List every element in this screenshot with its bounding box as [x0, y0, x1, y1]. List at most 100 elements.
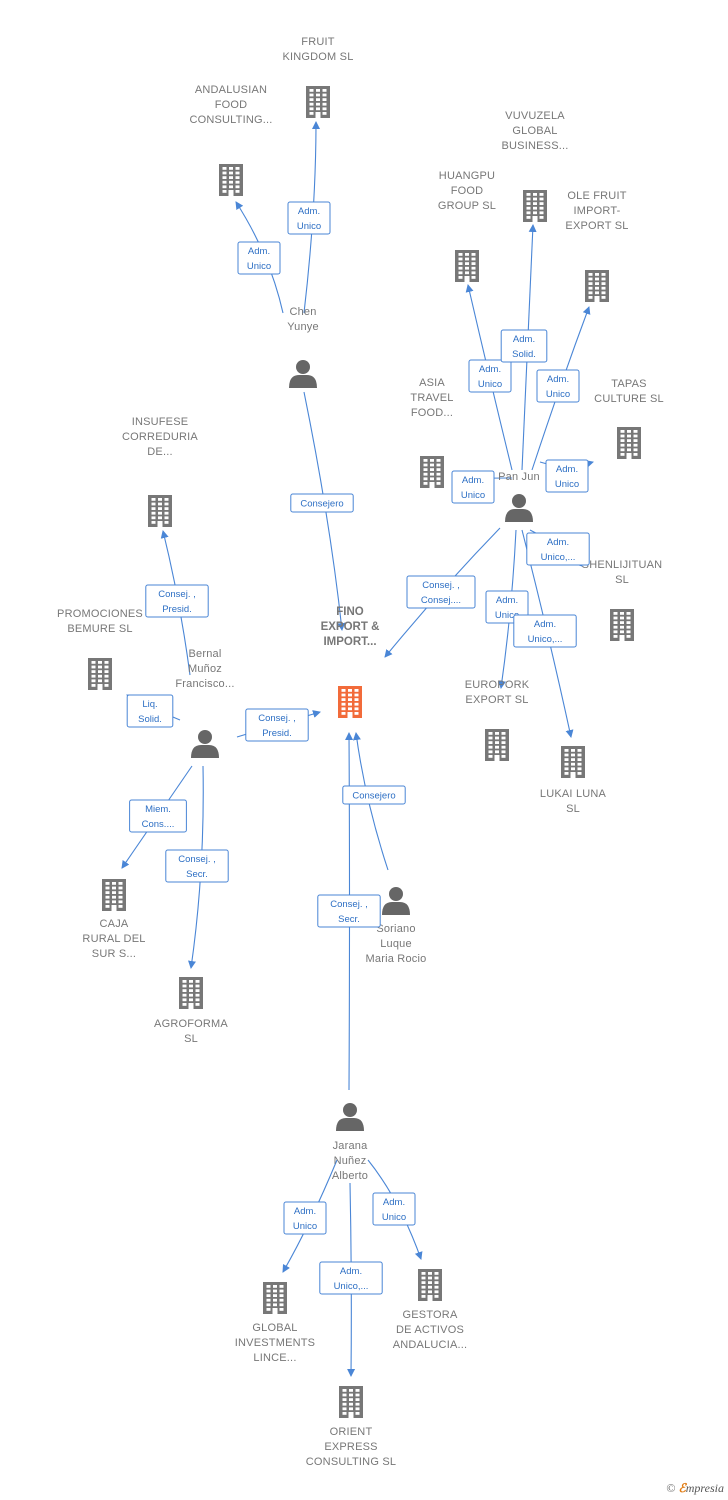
node-pan_jun[interactable]: Pan Jun	[498, 471, 540, 522]
role-label-box	[545, 459, 589, 493]
role-label[interactable]: Consej. ,Presid.	[145, 584, 209, 618]
role-label-box	[317, 894, 381, 928]
building-window	[588, 277, 593, 281]
role-label-text: Adm.	[513, 334, 535, 345]
building-window	[564, 758, 569, 761]
building-icon[interactable]	[610, 609, 634, 641]
building-window	[423, 477, 428, 481]
node-andalusian[interactable]: ANDALUSIANFOODCONSULTING...	[189, 84, 272, 196]
role-label[interactable]: Consejero	[290, 493, 354, 513]
role-label[interactable]: Adm.Unico	[451, 470, 495, 504]
role-label[interactable]: Miem.Cons....	[129, 799, 187, 833]
building-icon[interactable]	[88, 658, 112, 690]
building-icon[interactable]	[561, 746, 585, 778]
building-window	[564, 767, 569, 771]
building-icon[interactable]	[523, 190, 547, 222]
footer-credit[interactable]: © ℰmpresia	[666, 1481, 724, 1496]
building-icon[interactable]	[418, 1269, 442, 1301]
building-icon[interactable]	[455, 250, 479, 282]
role-label[interactable]: Consej. ,Presid.	[245, 708, 309, 742]
role-label[interactable]: Adm.Unico	[287, 201, 331, 235]
building-window	[229, 171, 233, 175]
node-insufese[interactable]: INSUFESECORREDURIADE...	[122, 416, 198, 527]
person-head	[198, 730, 212, 744]
role-label[interactable]: Consej. ,Secr.	[317, 894, 381, 928]
person-icon[interactable]	[382, 887, 410, 915]
building-door	[532, 216, 538, 222]
building-window	[620, 439, 625, 442]
building-window	[98, 674, 102, 678]
building-icon[interactable]	[617, 427, 641, 459]
role-label[interactable]: Liq.Solid.	[126, 694, 174, 728]
building-icon[interactable]	[585, 270, 609, 302]
node-label: FRUIT	[301, 36, 334, 48]
building-window	[158, 498, 162, 501]
role-label-box	[290, 493, 354, 513]
building-window	[595, 273, 599, 276]
role-label-box	[319, 1261, 383, 1295]
role-label[interactable]: Adm.Unico	[283, 1201, 327, 1235]
role-label-text: Adm.	[248, 246, 270, 257]
role-label[interactable]: Adm.Unico	[372, 1192, 416, 1226]
person-icon[interactable]	[336, 1103, 364, 1131]
role-label[interactable]: Consejero	[342, 785, 406, 805]
building-icon[interactable]	[420, 456, 444, 488]
building-icon[interactable]	[339, 1386, 363, 1418]
building-icon[interactable]	[306, 86, 330, 118]
building-icon[interactable]	[485, 729, 509, 761]
node-global_inv[interactable]: GLOBALINVESTMENTSLINCE...	[235, 1282, 315, 1364]
building-icon[interactable]	[102, 879, 126, 911]
role-label[interactable]: Adm.Unico,...	[319, 1261, 383, 1295]
role-label[interactable]: Adm.Unico,...	[526, 532, 590, 566]
person-icon[interactable]	[191, 730, 219, 758]
role-label[interactable]: Adm.Solid.	[500, 329, 548, 363]
node-label: CONSULTING SL	[306, 1456, 396, 1468]
building-icon[interactable]	[263, 1282, 287, 1314]
role-label[interactable]: Adm.Unico	[545, 459, 589, 493]
building-icon[interactable]	[338, 686, 362, 718]
building-window	[571, 767, 575, 771]
role-label[interactable]: Adm.Unico	[237, 241, 281, 275]
role-label[interactable]: Consej. ,Consej....	[406, 575, 476, 609]
role-label-box	[245, 708, 309, 742]
building-window	[434, 1295, 439, 1298]
person-head	[389, 887, 403, 901]
node-bernal[interactable]: BernalMuñozFrancisco...	[175, 648, 234, 758]
building-window	[105, 882, 110, 885]
node-vuvuzela[interactable]: VUVUZELAGLOBALBUSINESS...	[502, 110, 569, 222]
node-label: DE...	[147, 446, 172, 458]
building-icon[interactable]	[148, 495, 172, 527]
node-label: OLE FRUIT	[567, 190, 626, 202]
person-icon[interactable]	[505, 494, 533, 522]
role-labels-layer: Adm.UnicoAdm.UnicoConsejeroAdm.UnicoAdm.…	[126, 201, 590, 1295]
person-icon[interactable]	[289, 360, 317, 388]
role-label[interactable]: Adm.Unico,...	[513, 614, 577, 648]
building-window	[341, 693, 346, 697]
building-window	[182, 998, 187, 1002]
role-label[interactable]: Adm.Unico	[536, 369, 580, 403]
building-window	[620, 621, 624, 624]
building-icon[interactable]	[219, 164, 243, 196]
building-icon[interactable]	[179, 977, 203, 1009]
building-window	[471, 276, 476, 279]
role-label[interactable]: Adm.Unico	[485, 590, 529, 624]
role-label[interactable]: Consej. ,Secr.	[165, 849, 229, 883]
node-asia_travel[interactable]: ASIATRAVELFOOD...	[410, 377, 453, 488]
role-label[interactable]: Adm.Unico	[468, 359, 512, 393]
